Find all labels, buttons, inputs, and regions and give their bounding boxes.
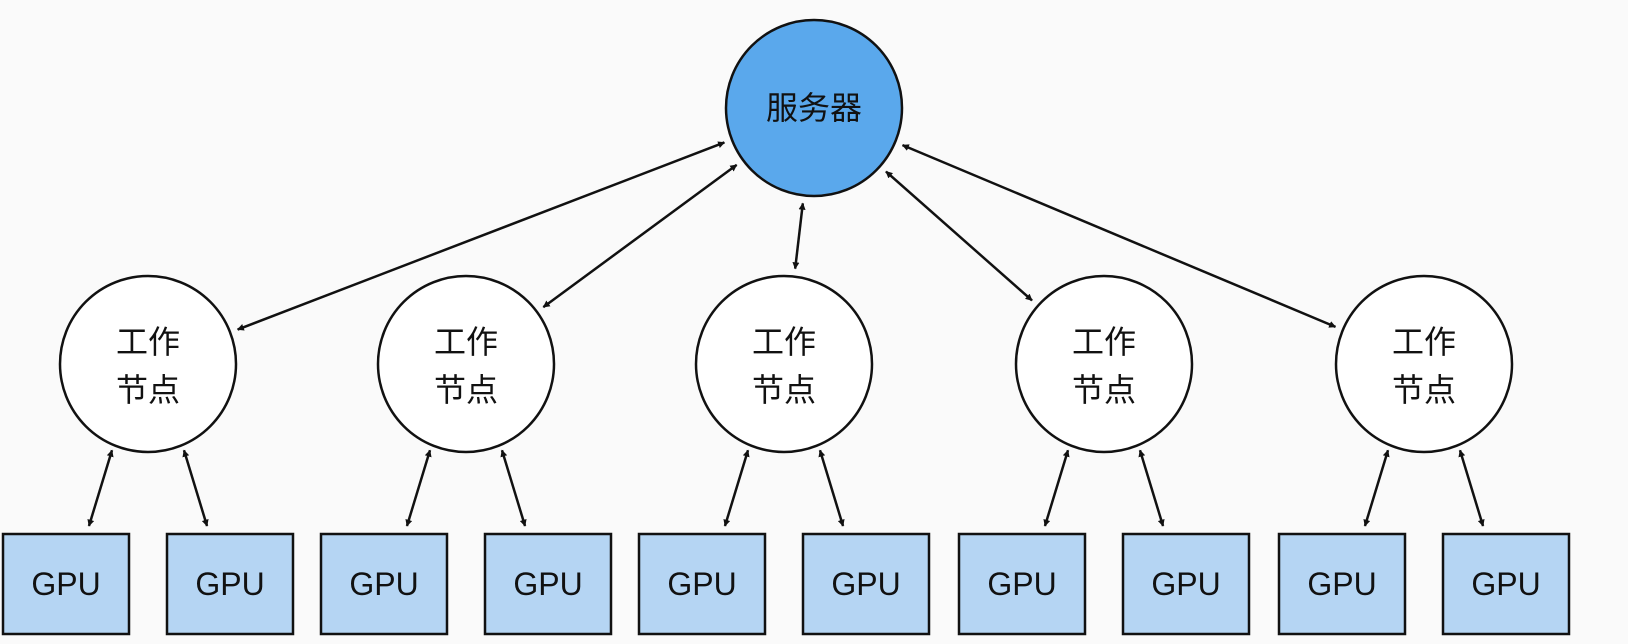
- gpu-rect: [1, 532, 131, 636]
- gpu-rect: [637, 532, 767, 636]
- worker-gpu-arrow: [182, 449, 209, 527]
- server-worker-arrow: [792, 202, 806, 270]
- worker-label-line2: 节点: [1392, 371, 1456, 409]
- gpu-label: GPU: [349, 566, 418, 602]
- worker-label-line1: 工作: [752, 323, 816, 361]
- worker-circle: [1014, 274, 1194, 454]
- worker-circle: [376, 274, 556, 454]
- gpu-rect: [801, 532, 931, 636]
- worker-gpu-arrow: [723, 449, 750, 527]
- gpu-box: GPU: [483, 532, 613, 636]
- connection-arrows: [87, 141, 1485, 527]
- server-worker-arrow: [542, 163, 738, 309]
- gpu-box: GPU: [1277, 532, 1407, 636]
- gpu-rect: [483, 532, 613, 636]
- worker-gpu-arrow: [1138, 449, 1165, 527]
- worker-gpu-arrow: [1458, 449, 1485, 527]
- gpu-rect: [165, 532, 295, 636]
- worker-label-line2: 节点: [116, 371, 180, 409]
- gpu-label: GPU: [1471, 566, 1540, 602]
- server-worker-arrow: [901, 143, 1337, 329]
- worker-label-line1: 工作: [1392, 323, 1456, 361]
- gpu-box: GPU: [1, 532, 131, 636]
- server-circle: [724, 18, 904, 198]
- worker-label-line2: 节点: [1072, 371, 1136, 409]
- gpu-boxes: GPU GPU GPU GPU GPU GPU GPU GPU GPU GPU: [1, 532, 1571, 636]
- gpu-label: GPU: [831, 566, 900, 602]
- worker-gpu-arrow: [500, 449, 527, 527]
- worker-label-line2: 节点: [434, 371, 498, 409]
- worker-label-line1: 工作: [1072, 323, 1136, 361]
- worker-gpu-arrow: [1363, 449, 1390, 527]
- gpu-label: GPU: [667, 566, 736, 602]
- worker-circle: [58, 274, 238, 454]
- gpu-box: GPU: [165, 532, 295, 636]
- gpu-label: GPU: [195, 566, 264, 602]
- worker-gpu-arrow: [818, 449, 845, 527]
- worker-label-line1: 工作: [434, 323, 498, 361]
- worker-label-line2: 节点: [752, 371, 816, 409]
- gpu-label: GPU: [31, 566, 100, 602]
- gpu-rect: [1441, 532, 1571, 636]
- gpu-label: GPU: [1307, 566, 1376, 602]
- server-label: 服务器: [766, 89, 862, 127]
- gpu-box: GPU: [637, 532, 767, 636]
- gpu-rect: [319, 532, 449, 636]
- gpu-label: GPU: [513, 566, 582, 602]
- gpu-rect: [1277, 532, 1407, 636]
- worker-circle: [1334, 274, 1514, 454]
- server-node: 服务器: [724, 18, 904, 198]
- gpu-box: GPU: [801, 532, 931, 636]
- gpu-box: GPU: [957, 532, 1087, 636]
- worker-gpu-arrow: [1043, 449, 1070, 527]
- gpu-label: GPU: [987, 566, 1056, 602]
- gpu-box: GPU: [1441, 532, 1571, 636]
- gpu-box: GPU: [319, 532, 449, 636]
- worker-gpu-arrow: [405, 449, 432, 527]
- gpu-rect: [1121, 532, 1251, 636]
- worker-gpu-arrow: [87, 449, 114, 527]
- gpu-rect: [957, 532, 1087, 636]
- worker-circle: [694, 274, 874, 454]
- worker-label-line1: 工作: [116, 323, 180, 361]
- gpu-box: GPU: [1121, 532, 1251, 636]
- gpu-label: GPU: [1151, 566, 1220, 602]
